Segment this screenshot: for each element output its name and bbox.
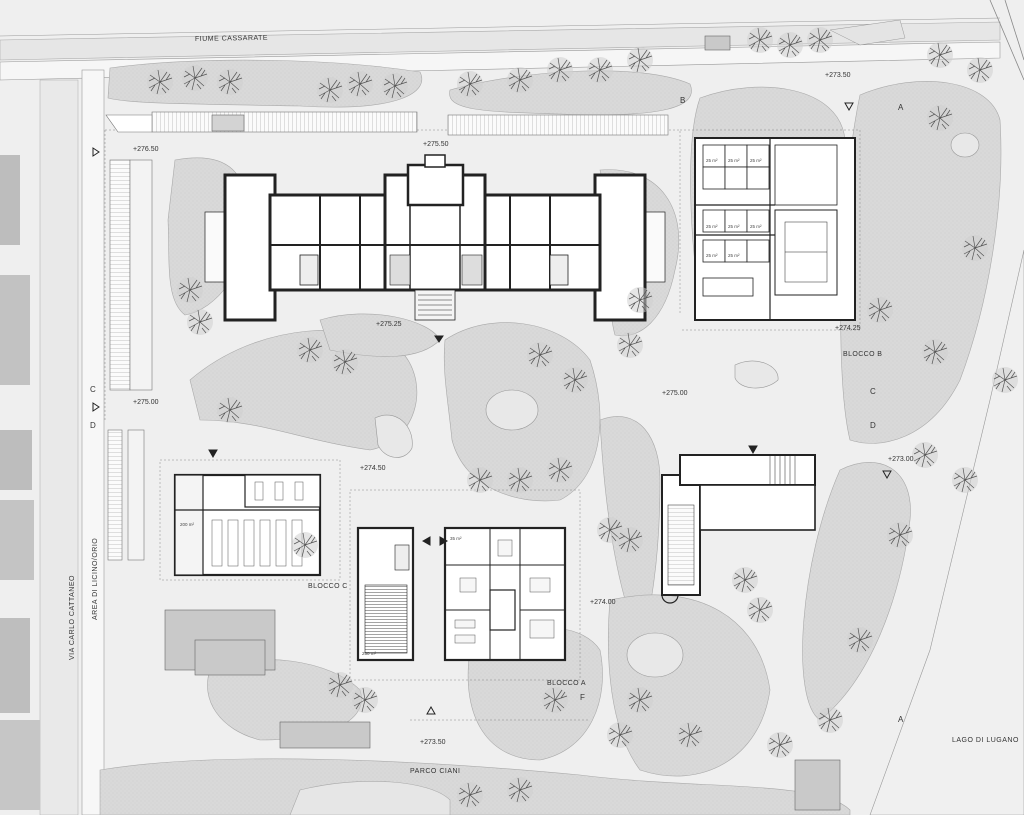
section-mark: D <box>90 421 96 430</box>
room-label: 25 m² <box>750 224 762 229</box>
room-label: 200 m² <box>180 522 195 527</box>
lake-building <box>661 454 816 604</box>
neighbour-buildings <box>164 35 841 811</box>
blocco-c-label: BLOCCO C <box>308 583 348 590</box>
elevation-label: +273.00 <box>888 456 914 463</box>
area-lido-label: AREA DI LICINO/ORIO <box>92 538 99 620</box>
section-mark: C <box>90 385 96 394</box>
elevation-label: +274.00 <box>590 599 616 606</box>
ponds <box>374 132 980 678</box>
section-mark: D <box>870 421 876 430</box>
room-label: 25 m² <box>706 224 718 229</box>
section-mark: C <box>870 387 876 396</box>
section-mark: F <box>580 693 585 702</box>
villa-ciani <box>204 154 666 322</box>
room-label: 25 m² <box>750 158 762 163</box>
room-label: 25 m² <box>706 253 718 258</box>
parking-rows <box>105 111 669 561</box>
elevation-label: +275.00 <box>133 399 159 406</box>
section-mark: A <box>898 715 904 724</box>
section-mark: A <box>898 103 904 112</box>
entrance-markers <box>92 102 892 715</box>
blocco-a <box>356 526 567 662</box>
park-label: PARCO CIANI <box>410 768 461 775</box>
elevation-label: +273.50 <box>420 739 446 746</box>
street-cattaneo-label: VIA CARLO CATTANEO <box>69 575 76 660</box>
elevation-label: +274.50 <box>360 465 386 472</box>
room-label: 25 m² <box>706 158 718 163</box>
elevation-label: +275.50 <box>423 141 449 148</box>
room-label: 25 m² <box>728 158 740 163</box>
elevation-label: +275.00 <box>662 390 688 397</box>
river-label: FIUME CASSARATE <box>195 35 268 43</box>
lake-label: LAGO DI LUGANO <box>952 737 1019 744</box>
blocco-c <box>173 473 322 577</box>
elevation-label: +275.25 <box>376 321 402 328</box>
room-label: 25 m² <box>728 224 740 229</box>
street-cattaneo <box>0 69 105 815</box>
blocco-a-label: BLOCCO A <box>547 680 586 687</box>
elevation-label: +273.50 <box>825 72 851 79</box>
section-mark: B <box>680 96 685 105</box>
room-label: 250 m² <box>362 651 377 656</box>
blocco-b <box>694 137 856 321</box>
elevation-label: +274.25 <box>835 325 861 332</box>
blocco-b-label: BLOCCO B <box>843 351 882 358</box>
room-label: 35 m² <box>450 536 462 541</box>
elevation-label: +276.50 <box>133 146 159 153</box>
contour-lines <box>104 129 861 721</box>
map-labels: FIUME CASSARATE VIA CARLO CATTANEO AREA … <box>69 35 1019 775</box>
room-label: 25 m² <box>728 253 740 258</box>
